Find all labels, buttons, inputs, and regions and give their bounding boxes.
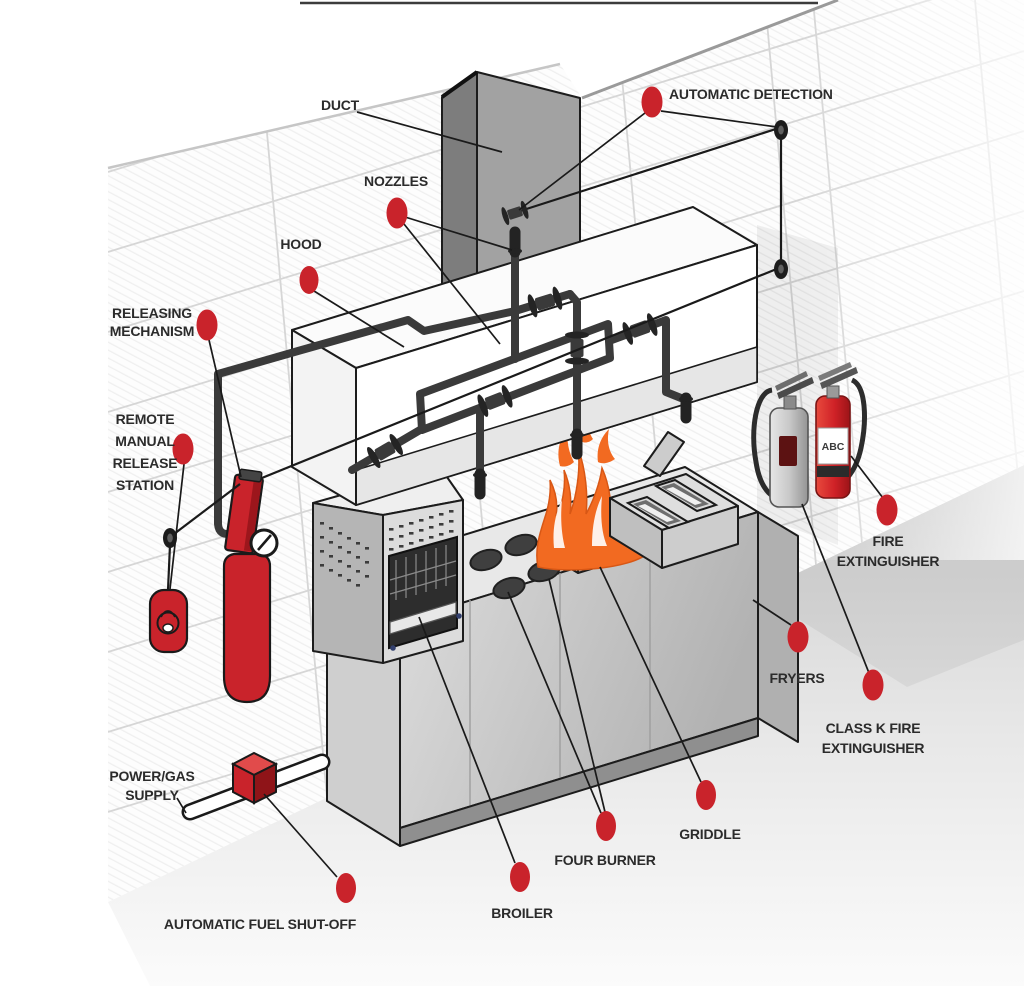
callout-lines — [169, 110, 884, 878]
remote-release-label: REMOTE — [116, 411, 175, 427]
broiler-marker — [510, 862, 530, 892]
classk-extinguisher-label: CLASS K FIRE — [826, 720, 921, 736]
broiler-rack — [389, 545, 457, 600]
fire-ext-marker — [876, 494, 898, 526]
detection-marker — [641, 86, 663, 118]
power-gas-label: SUPPLY — [125, 787, 179, 803]
broiler-callout-line — [418, 616, 516, 864]
fryers-label: FRYERS — [769, 670, 824, 686]
abc-label-band — [817, 427, 849, 465]
fryer-vat — [625, 495, 691, 530]
fire-extinguisher-label: FIRE — [872, 533, 903, 549]
detection-callout-line — [660, 110, 778, 128]
hood-left-face — [291, 329, 357, 506]
four-burner-label: FOUR BURNER — [554, 852, 655, 868]
suppression-piping — [214, 232, 693, 538]
counter-right-face — [757, 511, 799, 743]
classk-marker — [862, 669, 884, 701]
detection-cable-to-duct — [516, 126, 780, 214]
griddle-callout-line — [599, 566, 702, 783]
extinguisher-label — [779, 436, 797, 466]
remote-release-label: RELEASE — [113, 455, 178, 471]
duct-label: DUCT — [321, 97, 360, 113]
releasing-marker — [196, 309, 218, 341]
releasing-callout-line — [208, 339, 242, 478]
power-gas-label: POWER/GAS — [109, 768, 194, 784]
broiler-vent-dots — [320, 510, 454, 587]
fryers-callout-line — [752, 599, 792, 626]
fuel-shutoff-label: AUTOMATIC FUEL SHUT-OFF — [164, 916, 357, 932]
extinguisher-lever — [777, 377, 814, 399]
abc-extinguisher: ABC — [815, 362, 867, 499]
griddle-label: GRIDDLE — [679, 826, 741, 842]
fryers-station — [609, 431, 739, 569]
fryer-vat — [653, 478, 719, 513]
fryers-marker — [787, 621, 809, 653]
broiler-label: BROILER — [491, 905, 553, 921]
broiler-unit — [312, 466, 464, 664]
nozzles-marker — [386, 197, 408, 229]
nozzle-tip — [473, 472, 487, 494]
broiler-tray — [389, 601, 457, 635]
wall-top-edge-right — [581, 0, 839, 100]
releasing-mechanism-label: RELEASING — [112, 305, 192, 321]
fryer-splash-guard — [643, 431, 685, 477]
counter-plinth — [399, 717, 759, 847]
gas-supply-line — [181, 751, 331, 821]
labels: DUCT NOZZLES HOOD RELEASING MECHANISM RE… — [109, 86, 939, 932]
powergas-callout-line — [176, 797, 187, 814]
nozzle-tip — [679, 396, 693, 418]
cooking-appliance-suite — [312, 412, 799, 847]
duct — [440, 70, 581, 327]
fire-ext-callout-line — [850, 455, 884, 499]
remote-release-label: STATION — [116, 477, 174, 493]
classk-extinguisher-label: EXTINGUISHER — [822, 740, 925, 756]
extinguisher-lever — [820, 367, 858, 389]
fire-extinguisher-label: EXTINGUISHER — [837, 553, 940, 569]
detector-pulley — [774, 259, 788, 279]
duct-top-edge — [440, 70, 479, 99]
nozzles-callout-line — [404, 216, 513, 251]
hood-label: HOOD — [280, 236, 321, 252]
class-k-extinguisher — [751, 371, 814, 508]
remote-callout-line — [169, 463, 185, 590]
nozzle-tip — [570, 432, 584, 454]
classk-callout-line — [801, 503, 870, 674]
nozzles-label: NOZZLES — [364, 173, 428, 189]
duct-callout-line — [356, 111, 503, 153]
distribution-loop-pipe — [416, 320, 614, 434]
abc-label-text: ABC — [822, 441, 845, 453]
remote-pull-station — [148, 483, 241, 654]
griddle-drop-pipe — [566, 290, 581, 440]
extinguisher-hose — [751, 387, 776, 500]
agent-tank-assembly — [222, 468, 279, 704]
griddle-marker — [696, 780, 716, 810]
automatic-detection-label: AUTOMATIC DETECTION — [669, 86, 833, 102]
detector-pulley — [774, 120, 788, 140]
duct-nozzle — [508, 232, 522, 254]
releasing-mechanism-label: MECHANISM — [110, 323, 195, 339]
remote-marker — [172, 433, 194, 465]
hood-marker — [299, 266, 319, 294]
four-burner-marker — [596, 811, 616, 841]
callout-markers — [172, 86, 898, 903]
remote-release-label: MANUAL — [115, 433, 175, 449]
broiler-left-face — [312, 502, 384, 664]
shutoff-marker — [336, 873, 356, 903]
fuel-shutoff-valve — [230, 751, 279, 805]
shutoff-callout-line — [263, 793, 338, 878]
burner-callout-line — [548, 578, 606, 813]
detection-system — [241, 120, 788, 488]
burner-callout-line — [507, 591, 602, 814]
nozzles-callout-line — [403, 223, 501, 345]
agent-tank — [222, 552, 272, 704]
detection-cable — [241, 266, 780, 488]
extinguisher-hose — [846, 377, 867, 479]
detection-callout-line — [518, 112, 646, 211]
hood-callout-line — [313, 290, 405, 348]
